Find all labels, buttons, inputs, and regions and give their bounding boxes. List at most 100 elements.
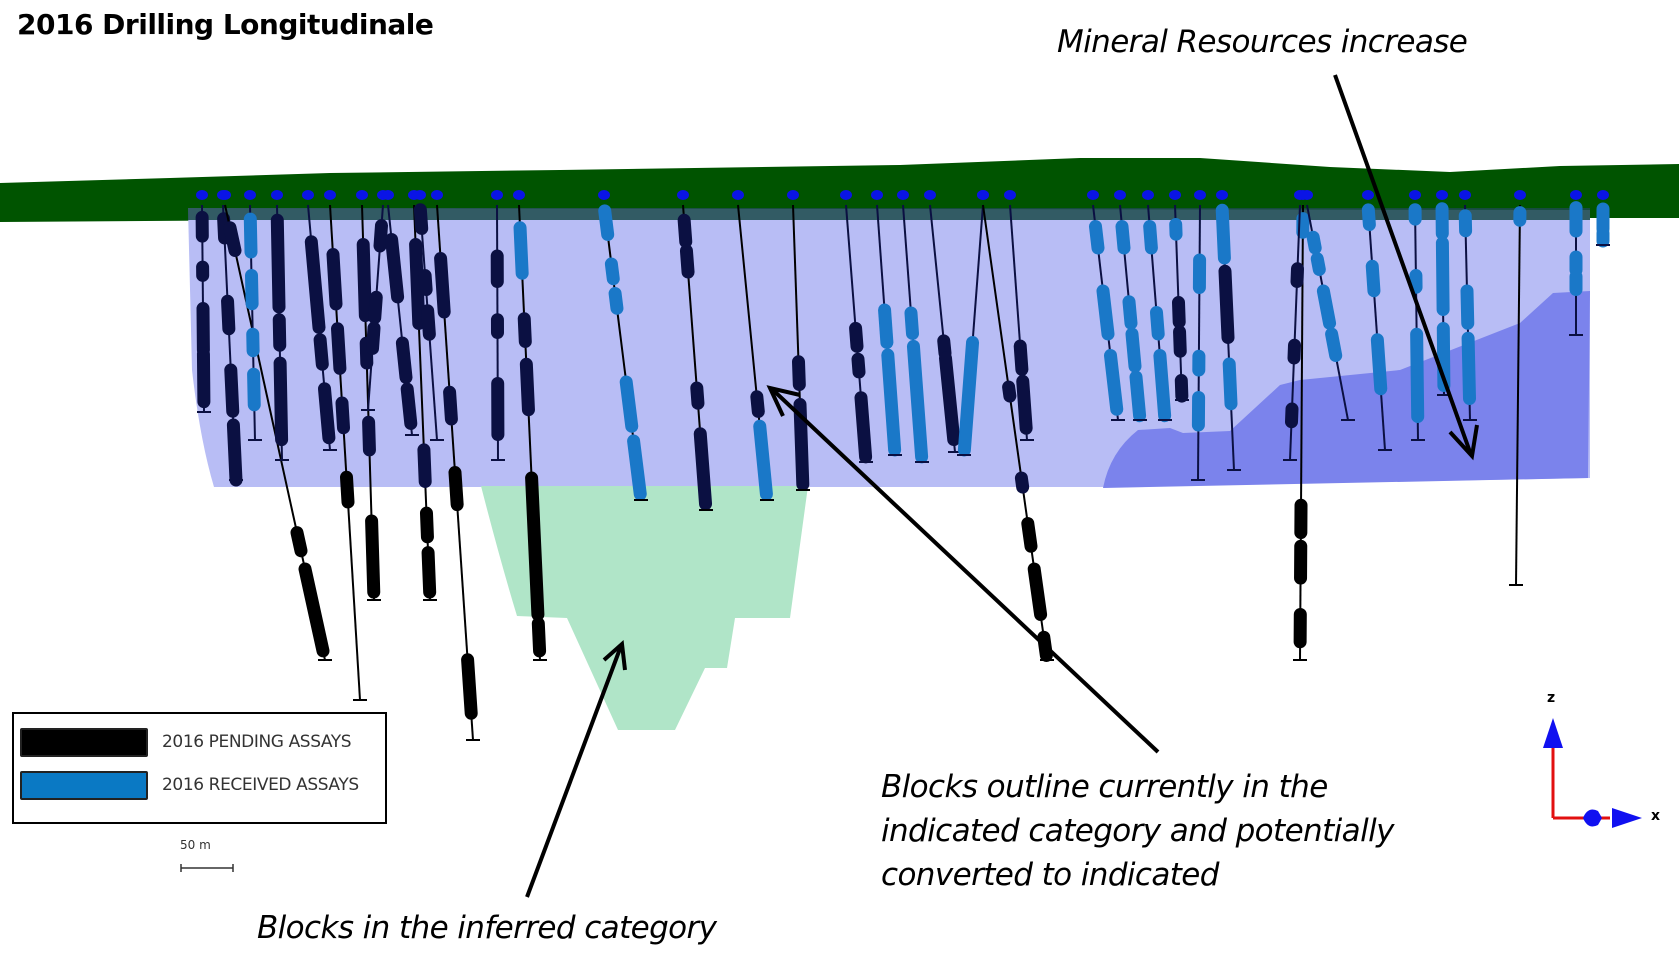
hole-collar [302, 190, 314, 200]
hole-collar [382, 190, 394, 200]
hole-collar [219, 190, 231, 200]
received-assay-interval [1365, 259, 1381, 298]
pending-assay-interval [385, 233, 405, 304]
legend-swatch-pending [20, 727, 148, 757]
x-axis-arrow-icon [1612, 808, 1642, 828]
drill-hole [1361, 190, 1392, 451]
drill-hole [413, 190, 444, 441]
hole-collar [840, 190, 852, 200]
received-assay-interval [1096, 284, 1115, 341]
pending-assay-interval [1172, 296, 1186, 329]
hole-collar [1294, 190, 1306, 200]
hole-collar [924, 190, 936, 200]
received-assay-interval [1129, 370, 1147, 423]
hole-collar [677, 190, 689, 200]
page-title: 2016 Drilling Longitudinale [17, 8, 434, 41]
arrowhead-indicated [766, 385, 801, 417]
received-assay-interval [1215, 203, 1231, 265]
pending-assay-interval [448, 466, 464, 512]
pending-assay-interval [434, 252, 451, 319]
pending-assay-interval [1002, 380, 1017, 403]
hole-collar [324, 190, 336, 200]
pending-assay-interval [340, 470, 355, 509]
pending-assay-interval [792, 355, 806, 392]
hole-collar [271, 190, 283, 200]
received-assay-interval [1150, 306, 1165, 341]
pending-assay-interval [531, 617, 547, 658]
drill-hole [871, 190, 902, 457]
drill-hole [1114, 190, 1147, 423]
hole-collar [732, 190, 744, 200]
drill-hole [732, 190, 774, 501]
drill-hole [408, 190, 437, 601]
received-assay-interval [881, 348, 902, 457]
hole-collar [1597, 190, 1609, 200]
received-assay-interval [1122, 295, 1138, 330]
pending-assay-interval [335, 396, 350, 435]
annotation-mineral-resources: Mineral Resources increase [1057, 24, 1468, 60]
hole-trace [1197, 204, 1201, 481]
pending-assay-interval [400, 382, 418, 430]
pending-assay-interval [421, 304, 436, 341]
pending-assay-interval [1027, 562, 1048, 621]
hole-trace [1515, 204, 1521, 586]
drill-hole [431, 190, 480, 741]
pending-assay-interval [356, 238, 372, 323]
received-assay-interval [1361, 203, 1376, 232]
hole-collar [871, 190, 883, 200]
legend: 2016 PENDING ASSAYS 2016 RECEIVED ASSAYS [12, 712, 387, 824]
pending-assay-interval [418, 269, 433, 297]
y-axis-cone-icon [1583, 809, 1602, 827]
pending-assay-interval [413, 203, 429, 235]
pending-assay-interval [273, 356, 289, 447]
pending-assay-interval [677, 213, 693, 249]
hole-collar [598, 190, 610, 200]
received-assay-interval [245, 269, 259, 311]
drill-hole [361, 190, 389, 411]
pending-assay-interval [461, 653, 478, 720]
legend-swatch-received [20, 770, 148, 800]
pending-assay-interval [270, 213, 286, 314]
pending-assay-interval [1013, 339, 1029, 376]
drill-hole [1191, 190, 1207, 481]
pending-assay-interval [443, 385, 458, 426]
pending-assay-interval [1290, 262, 1304, 288]
pending-assay-interval [313, 333, 329, 371]
drill-hole [677, 190, 713, 511]
drill-hole [1301, 190, 1355, 421]
hole-collar [356, 190, 368, 200]
drill-hole [270, 190, 289, 461]
received-assay-interval [604, 257, 620, 286]
received-assay-interval [1461, 331, 1476, 405]
x-axis-label: x [1651, 808, 1661, 824]
inferred-blocks-zone [481, 486, 808, 730]
drill-hole [382, 190, 419, 436]
received-assay-interval [906, 339, 929, 464]
drill-hole [1004, 190, 1034, 441]
pending-assay-interval [1218, 264, 1235, 344]
hole-collar [1216, 190, 1228, 200]
hole-collar [1142, 190, 1154, 200]
received-assay-interval [1435, 236, 1450, 316]
pending-assay-interval [693, 427, 713, 511]
pending-assay-interval [1287, 338, 1301, 365]
drill-hole [924, 190, 962, 453]
pending-assay-interval [409, 238, 426, 330]
received-assay-interval [1310, 252, 1326, 276]
pending-assay-interval [419, 506, 434, 544]
pending-assay-interval [421, 546, 437, 599]
pending-assay-interval [849, 321, 864, 353]
received-assay-interval [1104, 349, 1124, 416]
z-axis-arrow-icon [1543, 718, 1563, 748]
drill-hole [598, 190, 648, 501]
hole-collar [1409, 190, 1421, 200]
drill-hole [490, 190, 505, 461]
hole-collar [1114, 190, 1126, 200]
hole-collar [1459, 190, 1471, 200]
received-assay-interval [1125, 327, 1142, 373]
hole-collar [414, 190, 426, 200]
drill-hole [1509, 190, 1527, 586]
hole-collar [1436, 190, 1448, 200]
pending-assay-interval [298, 562, 330, 658]
